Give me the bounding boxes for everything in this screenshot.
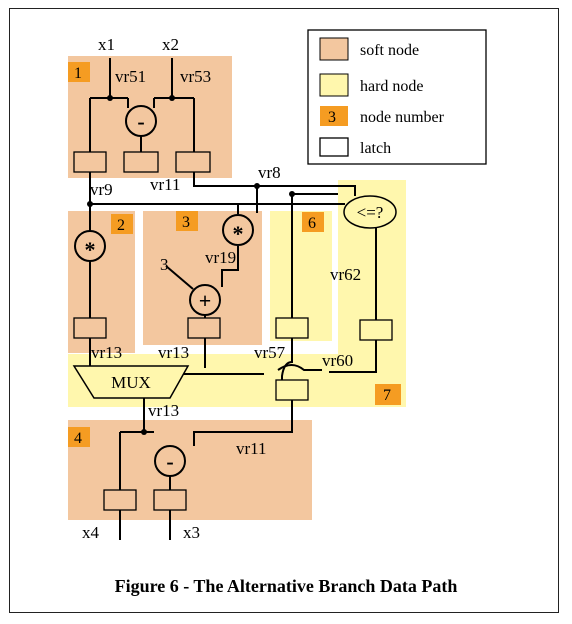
label-vr53: vr53: [180, 67, 211, 86]
figure-caption: Figure 6 - The Alternative Branch Data P…: [114, 576, 458, 596]
constant-three: 3: [160, 255, 169, 274]
label-vr60: vr60: [322, 351, 353, 370]
legend-soft-swatch: [319, 37, 349, 61]
variable-labels: x1 x2 vr51 vr53 vr8 vr9 vr11 vr19 3 vr62…: [82, 35, 361, 542]
node-number-6-box: [302, 212, 324, 232]
node-number-1-box: [68, 62, 90, 82]
latch-node1-c: [175, 151, 211, 173]
label-vr9: vr9: [90, 180, 113, 199]
node-number-3: 3: [182, 214, 190, 231]
times-op-node3: [222, 214, 254, 246]
latch-node7-cmp: [359, 319, 393, 341]
input-x2: x2: [162, 35, 179, 54]
latch-node1-b: [123, 151, 159, 173]
node-number-4: 4: [74, 430, 82, 447]
label-vr11: vr11: [150, 175, 181, 194]
latches: [73, 151, 393, 511]
minus-op-node1: [125, 105, 157, 137]
label-vr8: vr8: [258, 163, 281, 182]
latch-node7-mux: [275, 379, 309, 401]
operators: - * * + <=? MUX -: [72, 105, 397, 477]
junction-dots: [87, 95, 295, 435]
latch-node2: [73, 317, 107, 339]
node-number-boxes: 1 2 3 6 7 4: [68, 62, 401, 447]
label-vr57: vr57: [254, 343, 286, 362]
legend-node-number-symbol: 3: [328, 109, 336, 126]
plus-symbol-node3: +: [199, 288, 212, 313]
node-number-4-box: [68, 427, 90, 447]
node-number-2-box: [111, 214, 133, 234]
minus-op-node4: [154, 445, 186, 477]
node-number-7: 7: [383, 387, 391, 404]
node-number-6: 6: [308, 215, 316, 232]
latch-node3: [187, 317, 221, 339]
input-x1: x1: [98, 35, 115, 54]
times-op-node2: [74, 230, 106, 262]
mux-label: MUX: [111, 373, 151, 392]
minus-symbol-node1: -: [137, 109, 144, 134]
legend: soft node hard node 3 node number latch: [307, 29, 487, 165]
legend-hard-label: hard node: [360, 78, 424, 95]
input-x4: x4: [82, 523, 100, 542]
latch-node4-a: [103, 489, 137, 511]
label-vr11-bottom: vr11: [236, 439, 267, 458]
label-vr13-mux-out: vr13: [148, 401, 179, 420]
node-number-1: 1: [74, 65, 82, 82]
node-number-2: 2: [117, 217, 125, 234]
label-vr62: vr62: [330, 265, 361, 284]
latch-node4-b: [153, 489, 187, 511]
input-x3: x3: [183, 523, 200, 542]
legend-node-number-label: node number: [360, 109, 445, 126]
latch-node6: [275, 317, 309, 339]
minus-symbol-node4: -: [166, 449, 173, 474]
plus-op-node3: [189, 284, 221, 316]
node-number-3-box: [176, 211, 198, 231]
mux: [72, 365, 190, 399]
label-vr13-left: vr13: [91, 343, 122, 362]
label-vr51: vr51: [115, 67, 146, 86]
times-symbol-node3: *: [233, 221, 244, 246]
legend-soft-label: soft node: [360, 42, 419, 59]
legend-node-number-swatch: [320, 106, 348, 126]
legend-latch-swatch: [319, 137, 349, 157]
label-vr13-mid: vr13: [158, 343, 189, 362]
label-vr19: vr19: [205, 248, 236, 267]
latch-node1-a: [73, 151, 107, 173]
legend-hard-swatch: [319, 73, 349, 97]
legend-latch-label: latch: [360, 140, 391, 157]
node-number-7-box: [375, 384, 401, 405]
compare-op: [343, 195, 397, 229]
compare-symbol: <=?: [357, 203, 384, 222]
times-symbol-node2: *: [85, 237, 96, 262]
